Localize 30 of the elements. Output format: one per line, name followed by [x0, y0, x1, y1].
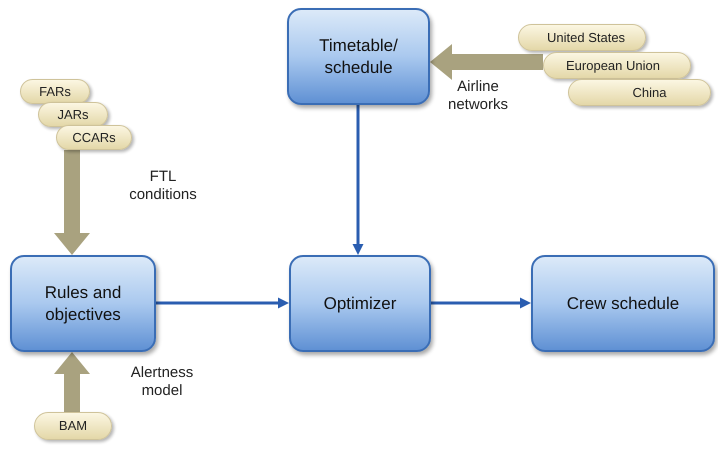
source-pill — [543, 52, 691, 79]
node-label: Crew schedule — [566, 292, 680, 314]
node-label: CCARs — [72, 128, 116, 147]
node-label: BAM — [58, 417, 88, 436]
source-pill — [518, 24, 646, 51]
source-pill — [38, 102, 108, 127]
arrow — [54, 352, 90, 412]
process-box — [287, 8, 430, 105]
process-box — [10, 255, 156, 352]
node-label: FARs — [39, 82, 71, 101]
source-pill — [34, 412, 112, 440]
arrow — [156, 298, 289, 308]
arrow — [431, 298, 531, 308]
node-label: European Union — [566, 56, 660, 75]
node-label: United States — [547, 28, 626, 47]
arrow — [430, 44, 543, 80]
node-label: JARs — [57, 106, 89, 124]
node-label: China — [632, 84, 666, 102]
process-box — [289, 255, 431, 352]
node-label: Timetable/ schedule — [318, 35, 399, 78]
source-pill — [20, 79, 90, 104]
source-pill — [56, 125, 132, 150]
node-label: Optimizer — [324, 292, 396, 314]
process-box — [531, 255, 715, 352]
source-pill — [568, 79, 711, 106]
edge-label: FTL conditions — [128, 168, 198, 204]
edge-label: Alertness model — [130, 364, 194, 400]
arrow — [352, 105, 364, 255]
edge-label: Airline networks — [446, 78, 510, 114]
node-label: Rules and objectives — [44, 282, 122, 325]
